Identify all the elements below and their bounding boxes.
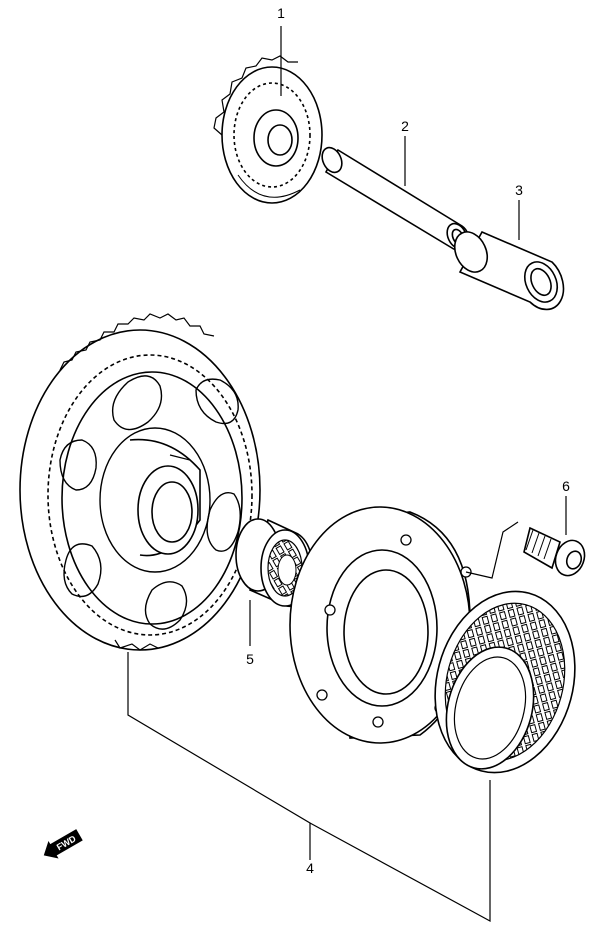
- part-6-bolt: [523, 526, 586, 577]
- callout-6: 6: [562, 478, 570, 494]
- callout-1: 1: [277, 5, 285, 21]
- callout-5: 5: [246, 651, 254, 667]
- gear-teeth: [213, 55, 298, 136]
- callout-3: 3: [515, 182, 523, 198]
- callout-2: 2: [401, 118, 409, 134]
- callouts: 1 2 3 4 5 6: [246, 5, 570, 876]
- starter-clutch-body: [289, 506, 472, 744]
- callout-4: 4: [306, 860, 314, 876]
- gear-teeth: [59, 313, 215, 651]
- part-1-driven-gear: [213, 55, 323, 204]
- one-way-clutch: [434, 590, 576, 774]
- part-4-starter-clutch-gear: [19, 313, 261, 651]
- forward-arrow-icon: FWD: [43, 829, 83, 859]
- part-2-shaft: [321, 146, 470, 251]
- leader-lines: [127, 26, 567, 923]
- part-3-bushing: [453, 230, 565, 311]
- lightening-holes: [59, 375, 241, 630]
